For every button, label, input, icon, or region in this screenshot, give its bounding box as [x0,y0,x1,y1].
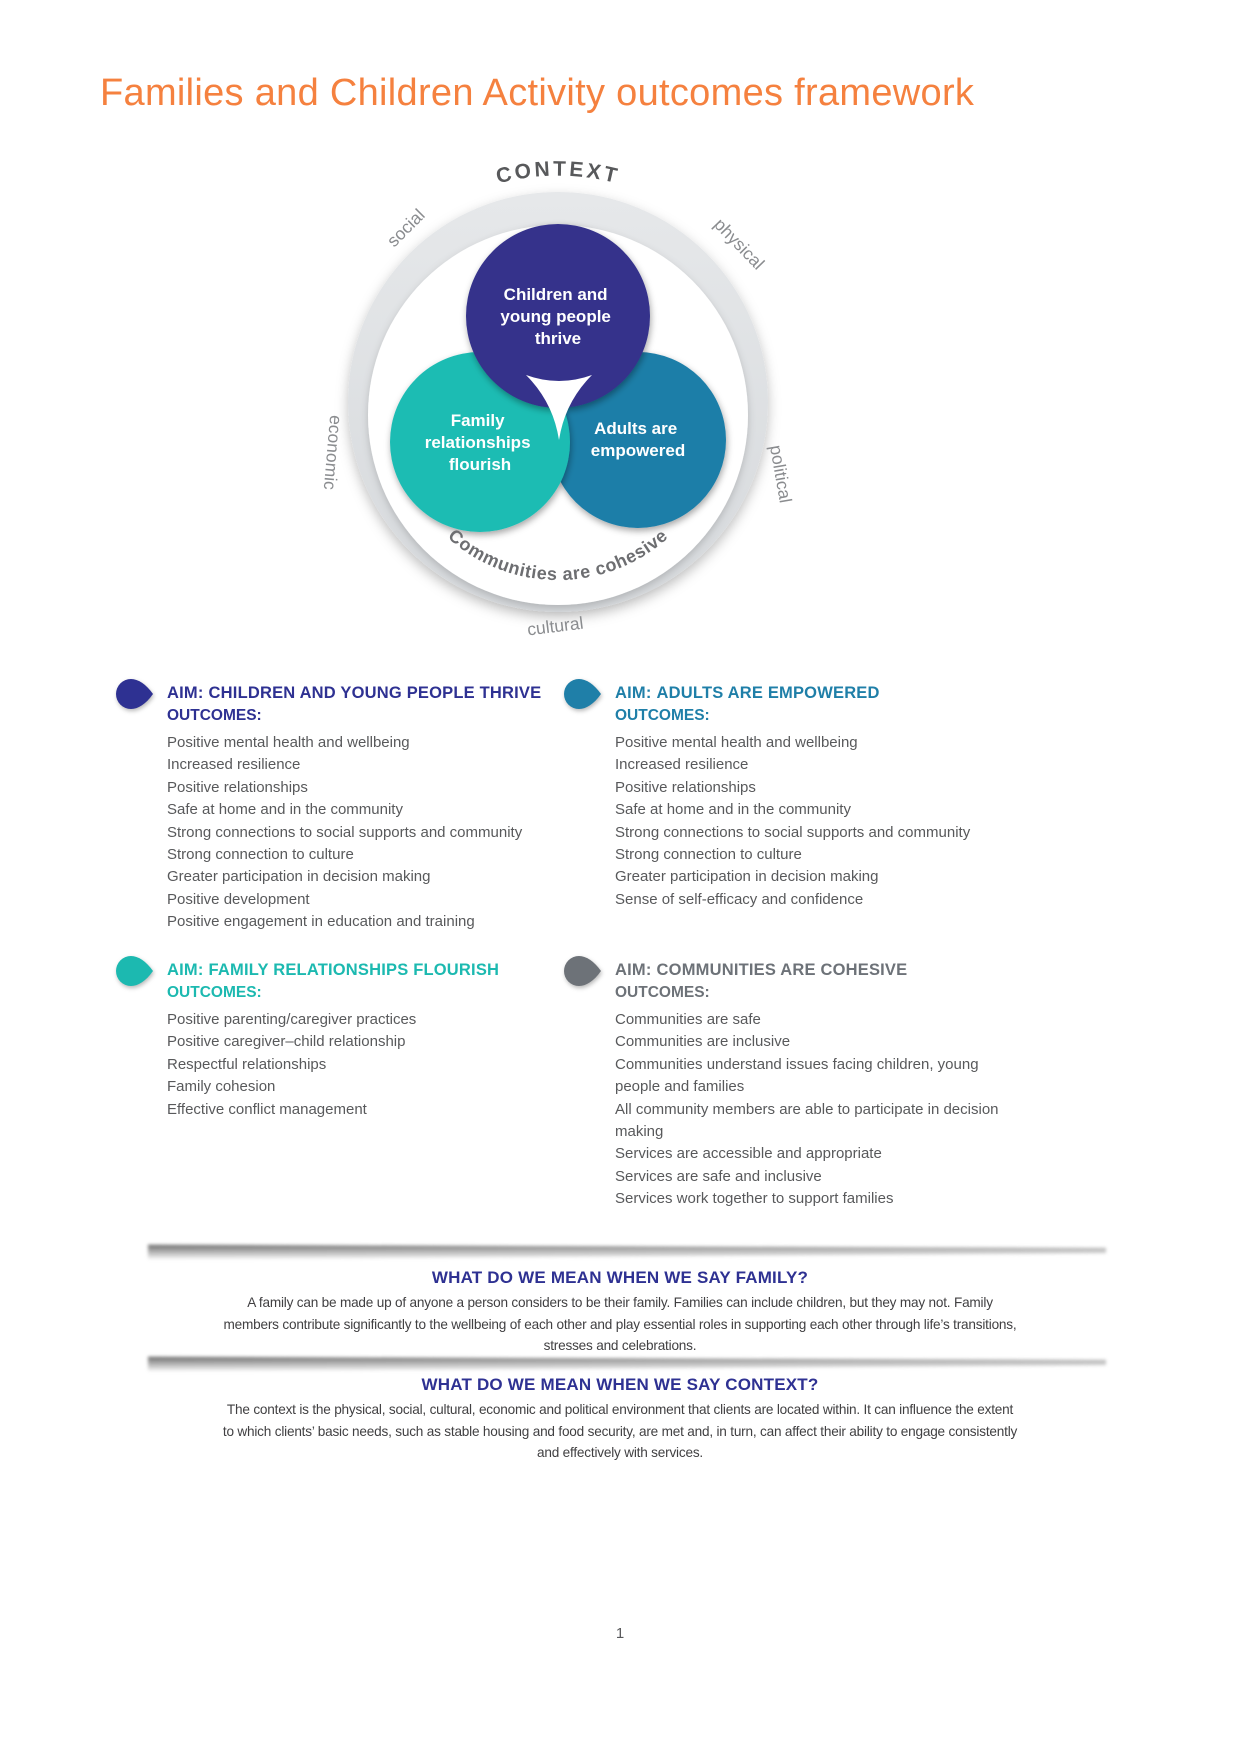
outcomes-label: OUTCOMES: [615,984,710,1001]
ring-word-physical: physical [710,214,768,273]
outcome-item: Communities are inclusive [615,1033,791,1051]
section-adults-empowered: AIM:ADULTS ARE EMPOWERED OUTCOMES: Posit… [563,679,1033,911]
outcome-item: Sense of self-efficacy and confidence [615,890,864,908]
outcome-item: Positive parenting/caregiver practices [167,1011,417,1028]
outcome-item: Strong connections to social supports an… [167,823,523,841]
aim-label: AIM: [615,961,652,979]
section-communities-cohesive: AIM:COMMUNITIES ARE COHESIVE OUTCOMES: C… [563,956,1033,1211]
outcome-item: Greater participation in decision making [167,868,431,886]
outcome-item: Safe at home and in the community [167,801,403,819]
outcome-item: Positive mental health and wellbeing [615,734,858,751]
callout-family-body: A family can be made up of anyone a pers… [223,1295,1017,1354]
context-label: CONTEXT [494,158,622,189]
outcome-item: Positive relationships [615,778,756,796]
outcome-item: Family cohesion [167,1078,276,1096]
outcome-item: Greater participation in decision making [615,868,879,886]
outcome-item: Positive engagement in education and tra… [167,913,475,931]
section-heading: AIM:FAMILY RELATIONSHIPS FLOURISH [167,960,579,980]
outcome-item: Services work together to support famili… [615,1190,894,1208]
section-children-thrive: AIM:CHILDREN AND YOUNG PEOPLE THRIVE OUT… [115,679,585,934]
outcomes-label: OUTCOMES: [615,707,710,724]
section-family-flourish: AIM:FAMILY RELATIONSHIPS FLOURISH OUTCOM… [115,956,585,1121]
outcome-item: Communities understand issues facing chi… [615,1055,979,1096]
outcome-item: All community members are able to partic… [615,1100,999,1141]
ring-word-economic: economic [320,414,346,491]
outcomes-label: OUTCOMES: [167,984,262,1001]
section-heading: AIM:ADULTS ARE EMPOWERED [615,683,1027,703]
outcome-item: Services are accessible and appropriate [615,1145,882,1163]
aim-title: FAMILY RELATIONSHIPS FLOURISH [208,961,500,979]
ring-word-cultural: cultural [526,613,584,640]
aim-bullet-icon [564,679,601,709]
aim-label: AIM: [167,961,204,979]
section-heading: AIM:COMMUNITIES ARE COHESIVE [615,960,1027,980]
aim-label: AIM: [615,684,652,702]
outcome-item: Positive caregiver–child relationship [167,1033,406,1051]
page-number: 1 [615,1625,625,1642]
section-heading: AIM:CHILDREN AND YOUNG PEOPLE THRIVE [167,683,579,703]
outcome-item: Increased resilience [167,756,301,774]
outcome-item: Positive relationships [167,778,308,796]
outcome-item: Effective conflict management [167,1100,367,1118]
adults-circle-label: Adults are empowered [591,419,685,460]
family-circle-label: Family relationships flourish [425,411,536,474]
outcomes-diagram-svg: CONTEXT social physical economic politic… [320,158,796,640]
ring-word-political: political [766,443,796,504]
children-circle [466,224,650,408]
outcome-item: Positive mental health and wellbeing [167,734,410,751]
outcome-item: Positive development [167,890,310,908]
aim-bullet-icon [116,679,153,709]
outcomes-diagram: CONTEXT social physical economic politic… [298,140,818,685]
page-title: Families and Children Activity outcomes … [100,72,975,114]
aim-title: CHILDREN AND YOUNG PEOPLE THRIVE [208,684,542,702]
outcomes-label: OUTCOMES: [167,707,262,724]
outcome-item: Safe at home and in the community [615,801,851,819]
outcome-item: Communities are safe [615,1011,761,1028]
aim-title: COMMUNITIES ARE COHESIVE [656,961,908,979]
callout-context-heading: WHAT DO WE MEAN WHEN WE SAY CONTEXT? [421,1375,819,1394]
outcome-item: Respectful relationships [167,1055,327,1073]
aim-title: ADULTS ARE EMPOWERED [656,684,880,702]
aim-label: AIM: [167,684,204,702]
outcome-item: Strong connection to culture [167,846,354,864]
outcome-item: Strong connection to culture [615,846,802,864]
outcome-item: Services are safe and inclusive [615,1167,822,1185]
aim-bullet-icon [116,956,153,986]
callout-family-heading: WHAT DO WE MEAN WHEN WE SAY FAMILY? [431,1268,809,1287]
outcome-item: Strong connections to social supports an… [615,823,971,841]
callout-context-body: The context is the physical, social, cul… [222,1402,1018,1461]
shadow-divider [148,1244,1106,1260]
outcome-item: Increased resilience [615,756,749,774]
aim-bullet-icon [564,956,601,986]
shadow-divider [148,1356,1106,1372]
center-pinwheel-shape [526,375,592,440]
children-circle-label: Children and young people thrive [500,285,615,348]
